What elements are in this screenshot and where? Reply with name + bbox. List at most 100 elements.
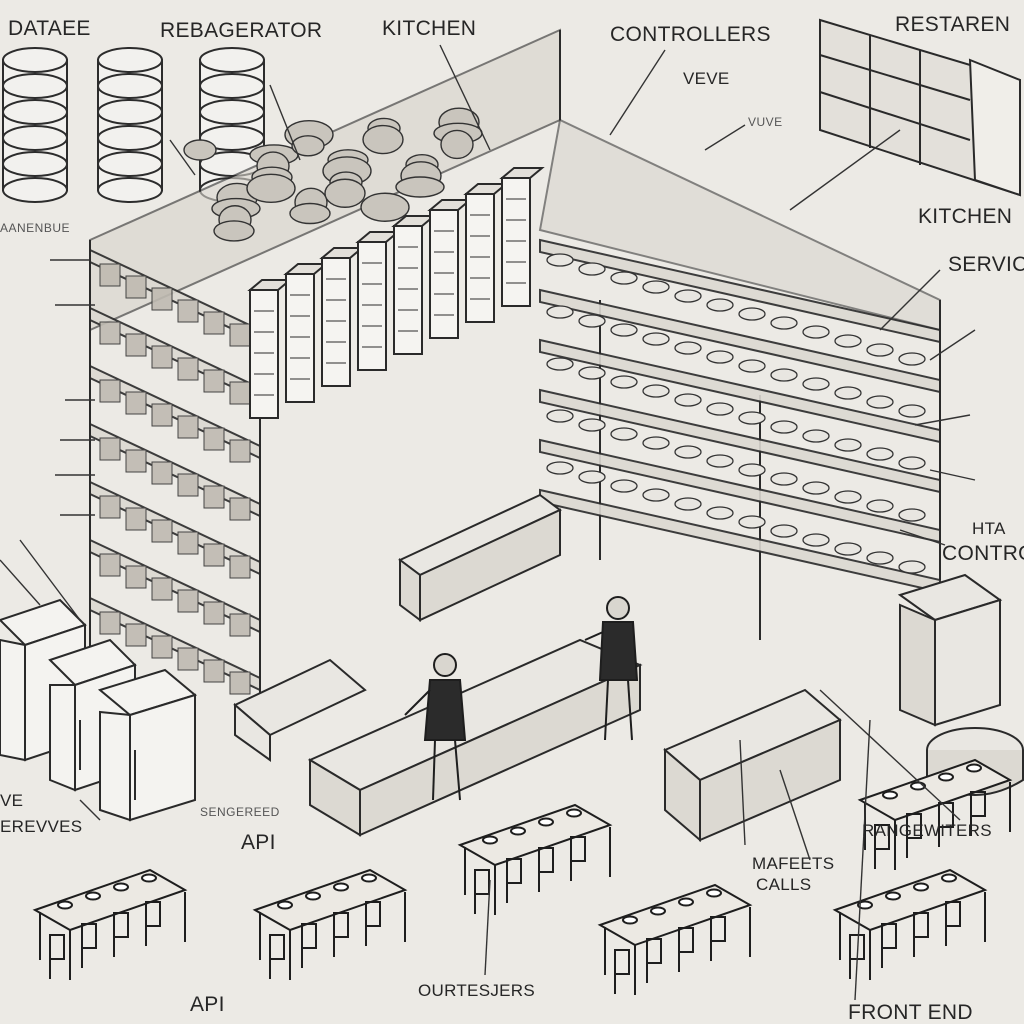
label-aanenbue: AANENBUE [0, 221, 71, 235]
shelf-board [539, 438, 941, 544]
dish-clutter [546, 253, 926, 574]
shelf-item [177, 647, 199, 671]
storage-can-base [97, 177, 163, 203]
chair [333, 912, 349, 938]
label-api-bottom: API [190, 993, 225, 1016]
food-item [440, 129, 474, 160]
shelf-item [177, 357, 199, 381]
dish [610, 271, 638, 285]
refrigerators [0, 598, 198, 822]
shelf-item [203, 543, 225, 567]
plate [57, 900, 73, 910]
dish [642, 280, 670, 294]
chair [145, 901, 161, 927]
server-rack-top [499, 167, 545, 179]
server-rack [501, 177, 531, 307]
plate [538, 817, 554, 827]
label-ourtesjers: OURTESJERS [418, 981, 535, 1000]
shelf-item [99, 379, 121, 403]
shelf-item [177, 473, 199, 497]
shelf-item [151, 635, 173, 659]
dish [834, 386, 862, 400]
shelf-item [99, 437, 121, 461]
plate [482, 835, 498, 845]
shelf-board [539, 388, 941, 494]
label-kitchen-right: KITCHEN [918, 205, 1013, 228]
shelf-item [151, 287, 173, 311]
label-service: SERVICE [948, 253, 1024, 276]
storage-can-ring [199, 99, 265, 125]
label-vuve: VUVE [748, 115, 783, 129]
storage-can-ring [97, 47, 163, 73]
dish [738, 411, 766, 425]
dish [546, 305, 574, 319]
label-kitchen-top: KITCHEN [382, 17, 477, 40]
label-front-end: FRONT END [848, 1001, 973, 1024]
shelf-item [125, 275, 147, 299]
dish [738, 515, 766, 529]
server-rack [393, 225, 423, 355]
shelf-item [177, 299, 199, 323]
shelf-item [99, 263, 121, 287]
shelf-item [99, 553, 121, 577]
staff-figures [404, 596, 639, 801]
chair [970, 791, 986, 817]
dining-table [597, 883, 753, 947]
dish [546, 461, 574, 475]
plate [913, 882, 929, 892]
server-rack [285, 273, 315, 403]
shelf-item [229, 381, 251, 405]
shelf-item [229, 439, 251, 463]
dish [642, 384, 670, 398]
dish [674, 393, 702, 407]
shelf-item [203, 427, 225, 451]
right-shelving-unit [538, 118, 941, 640]
plate [622, 915, 638, 925]
label-controllers: CONTROLLERS [610, 23, 771, 46]
storage-can-base [2, 177, 68, 203]
dish [898, 352, 926, 366]
label-mafeets-line1: MAFEETS [752, 854, 835, 873]
label-mafeets-line2: CALLS [756, 875, 812, 894]
dish [802, 533, 830, 547]
dish [610, 323, 638, 337]
label-restaren: RESTAREN [895, 13, 1011, 36]
shelf-item [151, 577, 173, 601]
server-rack [249, 289, 279, 419]
storage-can-ring [199, 125, 265, 151]
storage-can-ring [97, 99, 163, 125]
dish [802, 377, 830, 391]
plate [938, 772, 954, 782]
chair [49, 934, 65, 960]
label-veve: VEVE [683, 69, 730, 88]
chair [113, 912, 129, 938]
dish [802, 481, 830, 495]
food-item [291, 135, 325, 157]
shelf-item [229, 497, 251, 521]
dish [674, 341, 702, 355]
dish [866, 551, 894, 565]
storage-can-ring [2, 47, 68, 73]
chair [874, 824, 890, 850]
chair [570, 836, 586, 862]
chair [938, 802, 954, 828]
kitchen-counters [233, 493, 1024, 843]
dish [866, 343, 894, 357]
chair [506, 858, 522, 884]
label-sengereed: SENGEREED [200, 805, 280, 819]
storage-can-ring [97, 73, 163, 99]
dish [770, 420, 798, 434]
shelf-item [151, 461, 173, 485]
chair [646, 938, 662, 964]
food-item [183, 139, 217, 161]
dish [674, 445, 702, 459]
chair [678, 927, 694, 953]
chair [881, 923, 897, 949]
shelf-item [229, 671, 251, 695]
dish [674, 289, 702, 303]
food-item [395, 176, 445, 198]
shelf-board [539, 338, 941, 444]
dish [866, 447, 894, 461]
dish [834, 438, 862, 452]
shelf-item [125, 623, 147, 647]
